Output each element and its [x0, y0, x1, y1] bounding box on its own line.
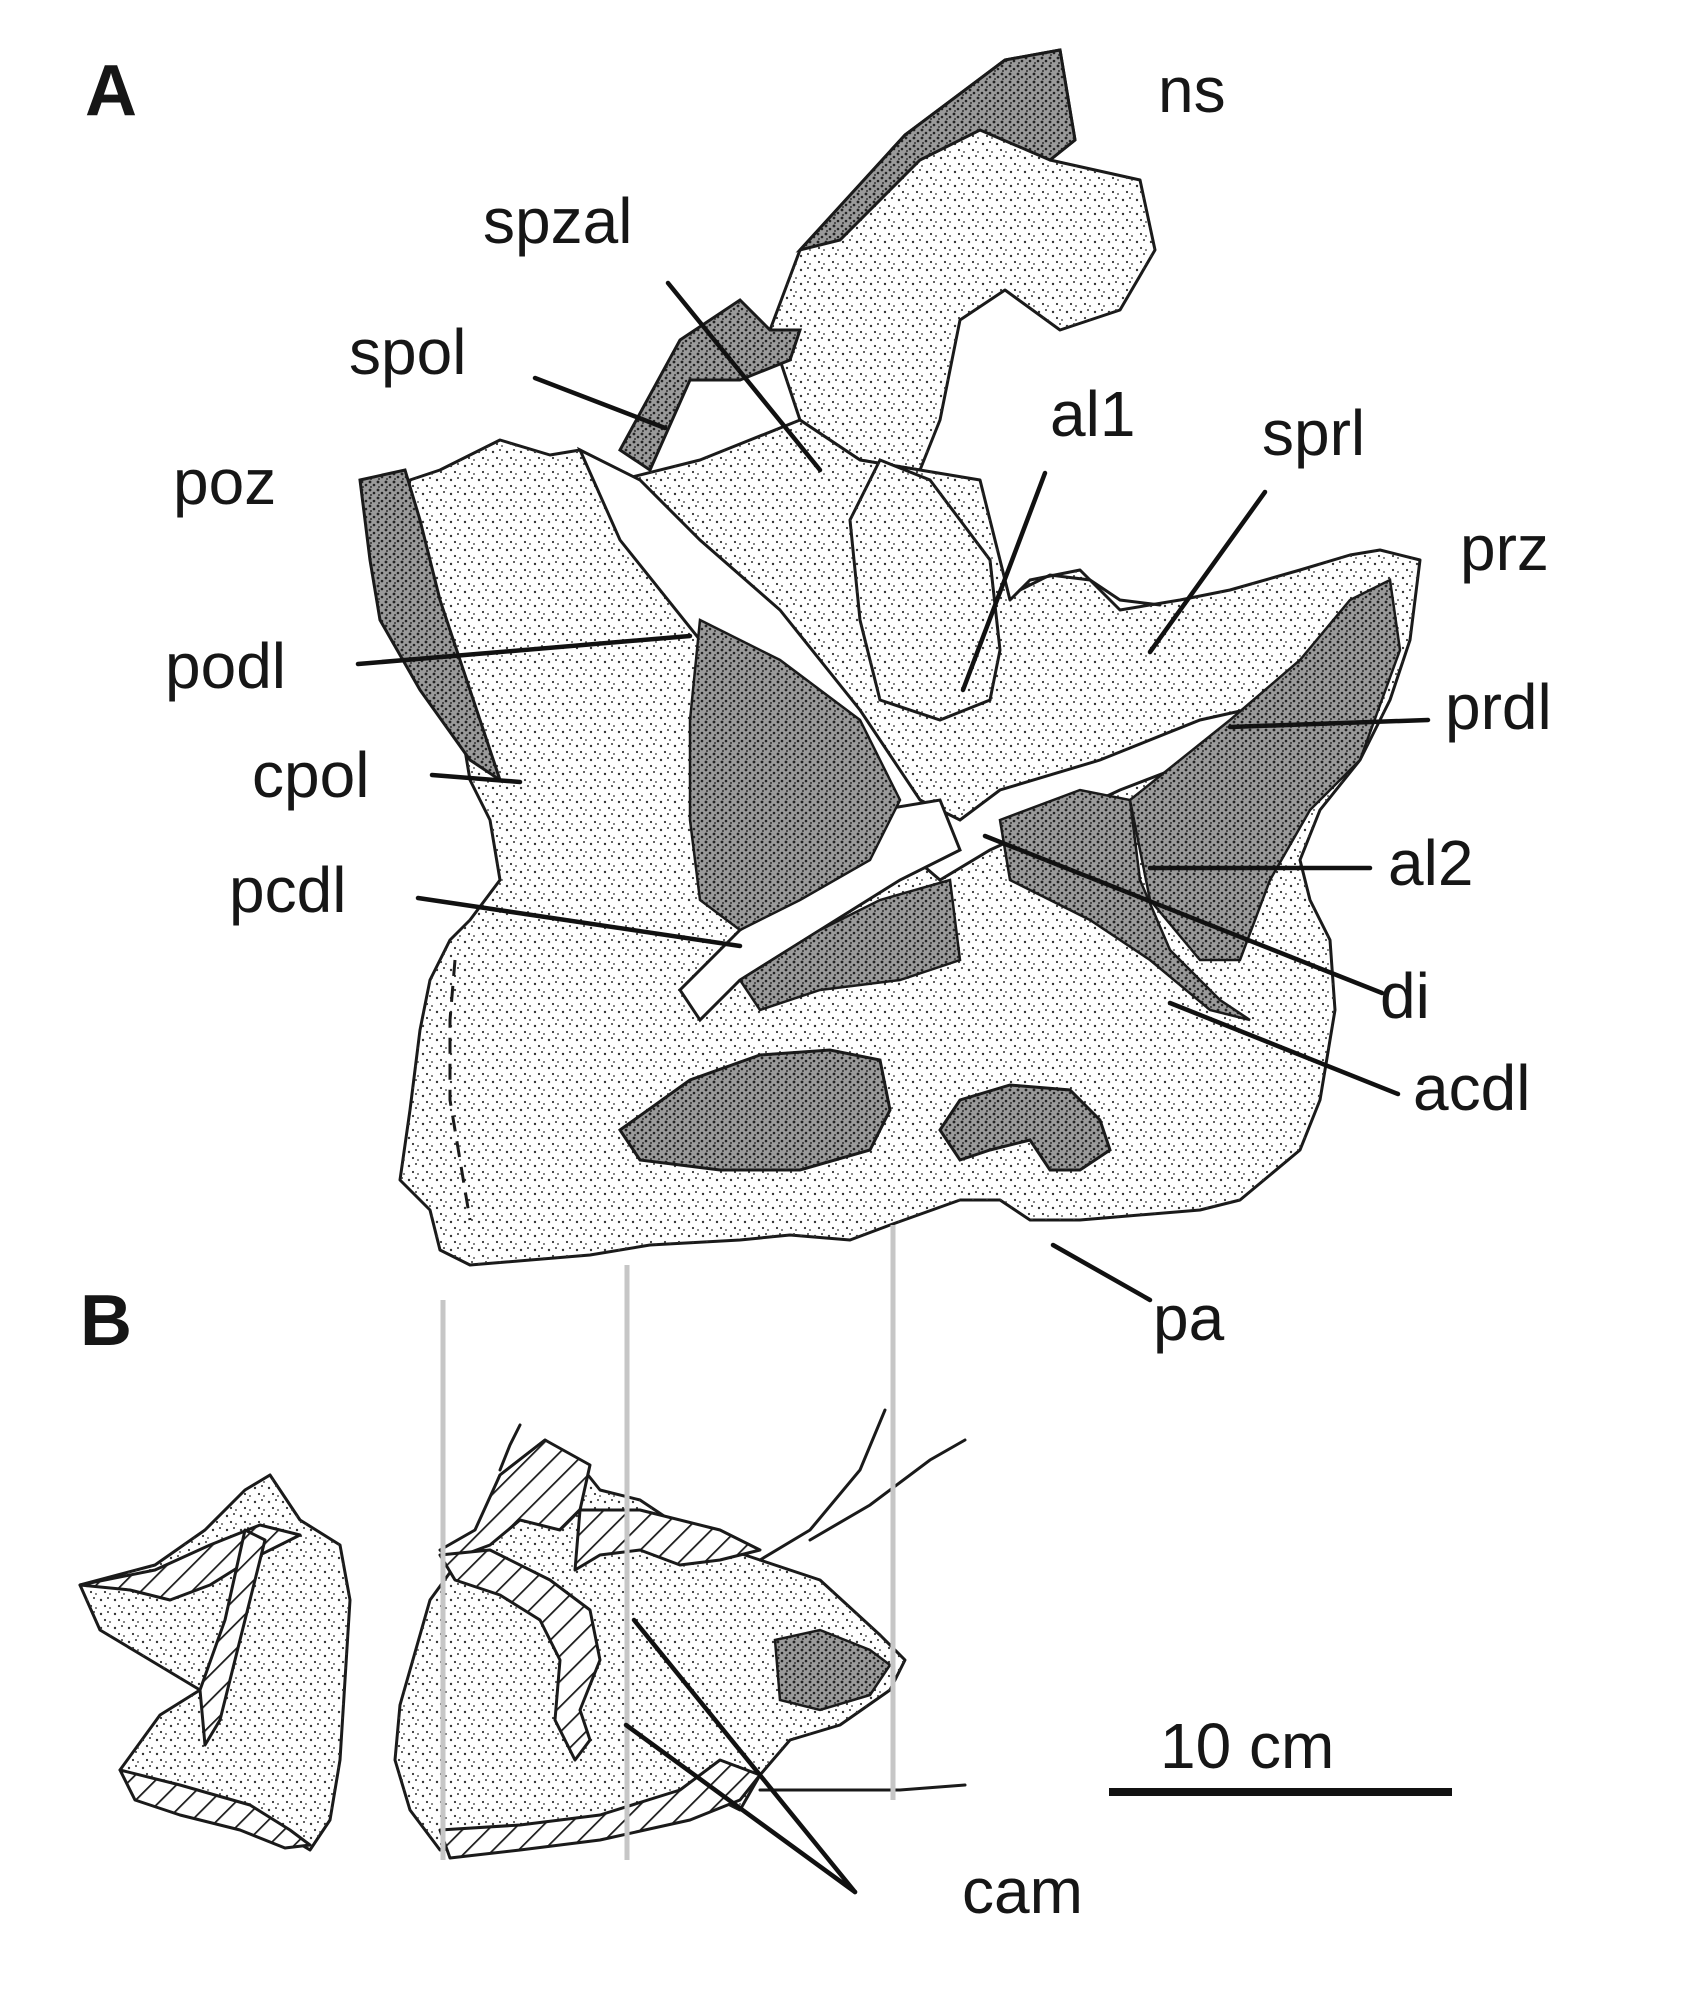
- leader-sprl: [1147, 489, 1268, 655]
- section-anterior-hatch-bottom: [438, 1758, 762, 1860]
- label-prdl: prdl: [1445, 671, 1552, 743]
- section-anterior-shade: [773, 1628, 892, 1712]
- leader-cam-1: [631, 1617, 858, 1895]
- leader-di: [982, 833, 1385, 996]
- section-anterior-hatch-right: [573, 1508, 762, 1572]
- section-anterior-hatch-diag: [438, 1548, 602, 1762]
- postzygodiapophyseal-fossa: [688, 618, 902, 932]
- neural-spine-stipple: [770, 50, 1155, 470]
- label-spzal: spzal: [483, 185, 632, 257]
- centrum-pneumatic-opening-left: [617, 1048, 892, 1172]
- lower-fossa: [738, 878, 962, 1012]
- panel-label-a: A: [85, 51, 137, 131]
- leader-podl: [355, 633, 693, 667]
- leader-cam-2: [623, 1722, 858, 1895]
- leader-pcdl: [415, 895, 743, 949]
- section-anterior-stipple: [395, 1440, 905, 1850]
- section-connecting-contour-1: [758, 1408, 887, 1562]
- leader-acdl: [1167, 1000, 1401, 1097]
- leader-spzal: [665, 280, 823, 473]
- label-poz: poz: [173, 446, 276, 518]
- centrum-dashed-margin: [448, 959, 472, 1221]
- label-di: di: [1380, 960, 1430, 1032]
- anterior-fossa: [998, 788, 1251, 1022]
- label-ns: ns: [1158, 54, 1226, 126]
- section-guide-lines: [440, 1225, 896, 1860]
- label-pcdl: pcdl: [229, 854, 346, 926]
- section-connecting-contour-4: [498, 1423, 522, 1472]
- vertebra-lateral-view: [358, 48, 1422, 1267]
- section-connecting-contour-3: [758, 1783, 967, 1792]
- centrum-pneumatic-opening-right: [938, 1083, 1112, 1172]
- leader-lines: [355, 280, 1431, 1895]
- section-posterior-hatch-mid: [198, 1528, 267, 1747]
- panel-label-b: B: [80, 1281, 132, 1361]
- label-cpol: cpol: [252, 739, 369, 811]
- scale-bar: 10 cm: [1109, 1710, 1452, 1796]
- label-cam: cam: [962, 1855, 1083, 1927]
- al2-fossa: [1128, 578, 1402, 962]
- label-spol: spol: [349, 316, 466, 388]
- al1-lamina-stipple: [850, 460, 1000, 720]
- section-posterior-hatch-bottom: [118, 1768, 312, 1850]
- scale-bar-label: 10 cm: [1160, 1710, 1334, 1782]
- leader-prdl: [1227, 717, 1431, 730]
- prz-top-contour: [1018, 573, 1162, 607]
- leader-al1: [960, 470, 1048, 693]
- cross-sections: [78, 1408, 967, 1860]
- label-acdl: acdl: [1413, 1052, 1530, 1124]
- label-al2: al2: [1388, 827, 1473, 899]
- label-prz: prz: [1460, 512, 1549, 584]
- label-podl: podl: [165, 630, 286, 702]
- label-al1: al1: [1050, 378, 1135, 450]
- leader-spol: [532, 375, 668, 431]
- neural-spine-shade: [795, 48, 1077, 253]
- label-sprl: sprl: [1262, 397, 1365, 469]
- section-connecting-contour-2: [808, 1438, 967, 1542]
- leader-cpol: [429, 772, 523, 785]
- leader-pa: [1050, 1242, 1153, 1303]
- label-pa: pa: [1153, 1282, 1225, 1354]
